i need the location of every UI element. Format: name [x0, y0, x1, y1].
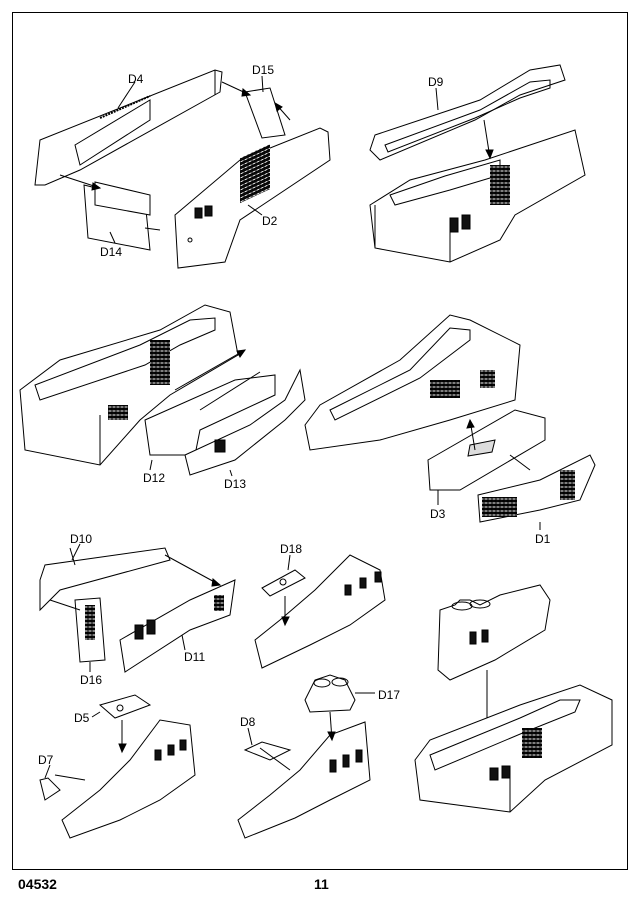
- step-2-diagram: [369, 64, 586, 263]
- step-6-diagram: [254, 554, 386, 669]
- part-label-d18: D18: [280, 542, 303, 556]
- part-label-d15: D15: [252, 63, 275, 77]
- page-number: 11: [314, 876, 329, 892]
- part-label-d3: D3: [430, 507, 446, 521]
- catalog-number: 04532: [18, 876, 57, 892]
- part-label-d9: D9: [428, 75, 444, 89]
- part-label-d13: D13: [224, 477, 247, 491]
- part-label-d2: D2: [262, 214, 278, 228]
- step-9-diagram: [237, 674, 375, 839]
- step-8-diagram: [39, 694, 196, 839]
- step-5-diagram: [39, 543, 236, 673]
- part-label-d12: D12: [143, 471, 166, 485]
- part-label-d14: D14: [100, 245, 123, 259]
- step-3-diagram: [19, 304, 306, 477]
- part-label-d4: D4: [128, 72, 144, 86]
- step-1-diagram: [34, 69, 331, 269]
- part-label-d17: D17: [378, 688, 401, 702]
- instruction-page-frame: [12, 12, 628, 870]
- part-label-d8: D8: [240, 715, 256, 729]
- part-label-d16: D16: [80, 673, 103, 687]
- step-7-diagram: [414, 584, 613, 813]
- part-label-d10: D10: [70, 532, 93, 546]
- part-label-d7: D7: [38, 753, 54, 767]
- part-label-d11: D11: [184, 650, 206, 664]
- step-4-diagram: [304, 314, 596, 530]
- part-label-d1: D1: [535, 532, 551, 546]
- part-label-d5: D5: [74, 711, 90, 725]
